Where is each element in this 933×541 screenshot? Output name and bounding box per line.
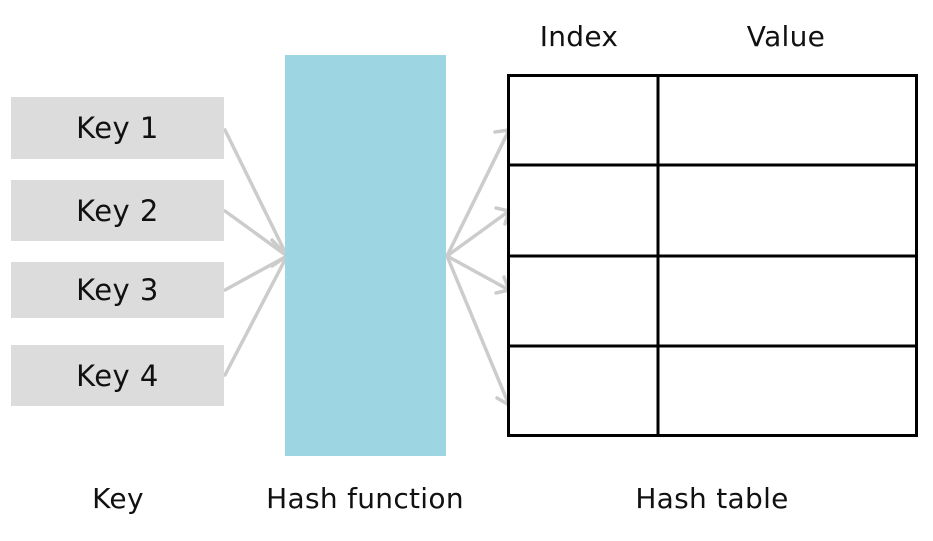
key-box-1: Key 1 bbox=[11, 97, 224, 159]
caption-hash-table: Hash table bbox=[635, 482, 789, 515]
arrow-hash-to-row1 bbox=[445, 128, 511, 258]
arrow-key4-to-hash bbox=[223, 254, 289, 377]
arrow-hash-to-row3 bbox=[445, 254, 511, 292]
caption-key: Key bbox=[92, 482, 144, 515]
key-box-2: Key 2 bbox=[11, 180, 224, 241]
hash-table bbox=[507, 74, 918, 437]
arrow-key1-to-hash bbox=[223, 128, 289, 258]
arrow-key2-to-hash bbox=[223, 209, 289, 258]
arrow-hash-to-row4 bbox=[445, 254, 511, 407]
key-label-3: Key 3 bbox=[76, 273, 159, 307]
hash-function-block bbox=[285, 55, 446, 456]
key-label-2: Key 2 bbox=[76, 193, 159, 228]
caption-hash-function: Hash function bbox=[266, 482, 464, 515]
header-index: Index bbox=[539, 20, 619, 53]
key-label-4: Key 4 bbox=[76, 358, 159, 393]
arrow-hash-to-row2 bbox=[445, 209, 511, 258]
key-box-4: Key 4 bbox=[11, 345, 224, 406]
key-box-3: Key 3 bbox=[11, 262, 224, 318]
header-value: Value bbox=[746, 20, 826, 53]
key-label-1: Key 1 bbox=[76, 111, 159, 145]
